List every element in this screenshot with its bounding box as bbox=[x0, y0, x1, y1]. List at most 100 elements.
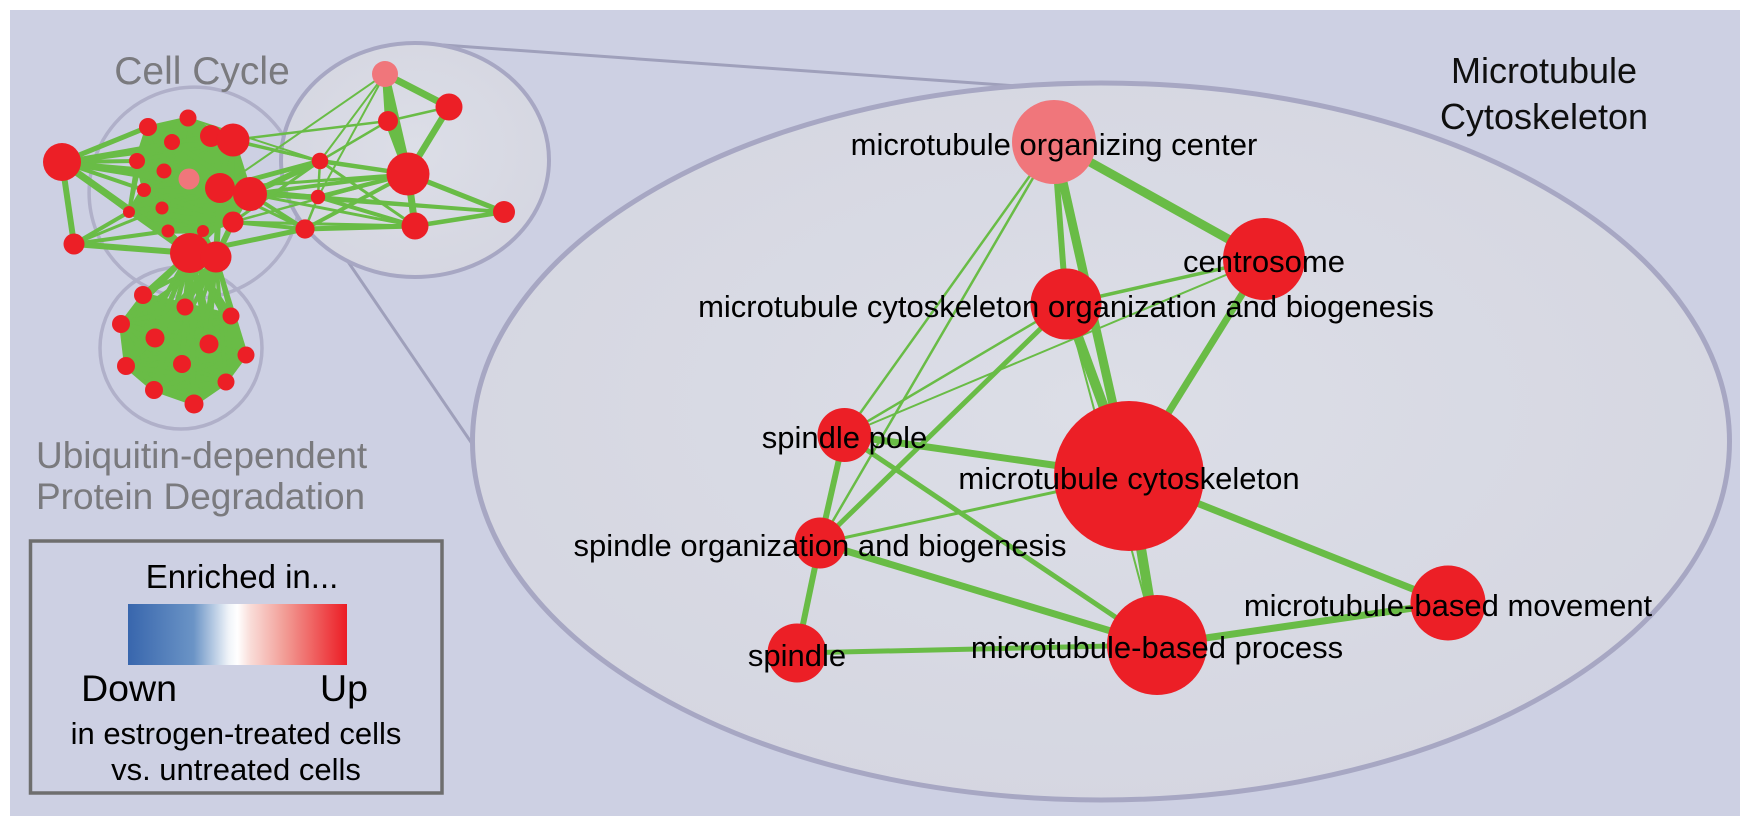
overview-node-U9 bbox=[173, 355, 191, 373]
overview-node-L15 bbox=[197, 225, 209, 237]
zoom-edge-cen-sp bbox=[844, 258, 1265, 436]
overview-edge bbox=[124, 255, 218, 368]
overview-edge bbox=[153, 379, 227, 393]
overview-node-L8 bbox=[178, 168, 200, 190]
zoom-node-label-mbp: microtubule-based process bbox=[971, 630, 1343, 665]
figure-title-line2: Cytoskeleton bbox=[1440, 96, 1648, 137]
overview-node-L21 bbox=[164, 134, 180, 150]
overview-node-L2 bbox=[139, 118, 157, 136]
overview-edge bbox=[214, 256, 248, 356]
overview-edge bbox=[152, 256, 218, 391]
zoom-node-labels: microtubule organizing center centrosome m… bbox=[574, 127, 1653, 673]
zoom-node-sp bbox=[817, 408, 872, 462]
zoom-node-mc bbox=[1054, 401, 1204, 551]
overview-edge bbox=[414, 209, 505, 229]
zoom-node-moc bbox=[1012, 100, 1096, 184]
zoom-node-mbm bbox=[1410, 565, 1486, 641]
overview-node-L4 bbox=[200, 125, 222, 147]
overview-node-L19 bbox=[222, 211, 244, 233]
legend-title: Enriched in... bbox=[146, 558, 339, 595]
legend-down-label: Down bbox=[81, 667, 177, 709]
overview-edge bbox=[317, 195, 416, 228]
zoom-edge-spindle-mbp bbox=[796, 642, 1158, 656]
zoom-edge-sp-mbp bbox=[843, 432, 1159, 648]
overview-node-S6 bbox=[493, 201, 515, 223]
overview-edge bbox=[219, 73, 386, 189]
overview-node-U1 bbox=[134, 286, 152, 304]
overview-node-L6 bbox=[129, 153, 145, 169]
zoom-edge-mcob-sp bbox=[843, 302, 1067, 437]
overview-node-S5 bbox=[401, 212, 429, 240]
overview-node-S2 bbox=[435, 93, 463, 121]
overview-node-L17 bbox=[170, 233, 210, 273]
zoom-node-cen bbox=[1223, 218, 1305, 300]
ubiquitin-cluster-label-line1: Ubiquitin-dependent bbox=[36, 435, 368, 476]
overview-node-U2 bbox=[176, 298, 194, 316]
legend-up-label: Up bbox=[320, 667, 368, 709]
overview-node-L3 bbox=[179, 109, 197, 127]
overview-edge bbox=[317, 73, 386, 198]
overview-node-U8 bbox=[117, 357, 135, 375]
zoom-edge-mcob-so bbox=[818, 302, 1068, 545]
ubiquitin-cluster-label-line2: Protein Degradation bbox=[36, 476, 365, 517]
overview-node-L11 bbox=[137, 183, 151, 197]
overview-node-U11 bbox=[145, 381, 163, 399]
overview-node-L7 bbox=[156, 163, 172, 179]
zoom-node-label-so: spindle organization and biogenesis bbox=[574, 528, 1067, 563]
zoom-node-spindle bbox=[767, 623, 827, 683]
zoom-node-label-moc: microtubule organizing center bbox=[851, 127, 1258, 162]
zoom-node-so bbox=[794, 517, 846, 569]
zoom-edge-so-mbp bbox=[818, 539, 1159, 649]
overview-node-L18 bbox=[200, 241, 232, 273]
overview-edge bbox=[192, 256, 218, 405]
overview-node-L12 bbox=[155, 201, 169, 215]
overview-node-S4 bbox=[386, 152, 430, 196]
overview-node-U7 bbox=[237, 346, 255, 364]
zoom-node-mbp bbox=[1107, 595, 1207, 695]
zoom-node-label-mbm: microtubule-based movement bbox=[1244, 588, 1653, 623]
cell-cycle-cluster-label: Cell Cycle bbox=[114, 50, 290, 93]
zoom-node-label-cen: centrosome bbox=[1183, 244, 1345, 279]
legend: Enriched in... Down Up in estrogen-treat… bbox=[28, 539, 444, 795]
overview-node-L10 bbox=[233, 177, 267, 211]
overview-node-L14 bbox=[161, 224, 175, 238]
overview-edge bbox=[180, 256, 218, 365]
overview-node-B3 bbox=[295, 219, 315, 239]
overview-edge bbox=[319, 73, 386, 162]
overview-edge bbox=[214, 256, 228, 383]
legend-caption-line1: in estrogen-treated cells bbox=[71, 716, 402, 751]
zoom-edge-moc-so bbox=[818, 141, 1056, 544]
overview-node-U10 bbox=[217, 373, 235, 391]
overview-edge bbox=[125, 341, 210, 369]
overview-node-L1 bbox=[43, 143, 81, 181]
overview-edge bbox=[125, 363, 227, 385]
zoom-node-label-mcob: microtubule cytoskeleton organization an… bbox=[698, 289, 1434, 324]
overview-node-U12 bbox=[184, 394, 204, 414]
callout-line-2 bbox=[338, 249, 492, 471]
overview-edge bbox=[73, 229, 169, 246]
overview-node-B1 bbox=[311, 152, 329, 170]
legend-gradient-bar bbox=[128, 604, 347, 665]
overview-edge bbox=[73, 206, 163, 246]
zoom-node-label-mc: microtubule cytoskeleton bbox=[958, 461, 1299, 496]
overview-node-B2 bbox=[310, 189, 326, 205]
zoom-node-label-spindle: spindle bbox=[748, 638, 846, 673]
overview-edge bbox=[123, 251, 193, 368]
overview-node-U4 bbox=[112, 315, 130, 333]
figure-title-line1: Microtubule bbox=[1451, 50, 1637, 91]
legend-box bbox=[28, 539, 444, 795]
overview-node-L16 bbox=[63, 233, 85, 255]
overview-node-L5 bbox=[216, 123, 250, 157]
overview-edge bbox=[319, 119, 389, 163]
overview-node-L9 bbox=[205, 173, 235, 203]
overview-nodes bbox=[43, 61, 515, 414]
overview-edge bbox=[249, 192, 416, 228]
overview-node-L13 bbox=[123, 206, 135, 218]
overview-edge bbox=[232, 119, 389, 142]
overview-node-U5 bbox=[145, 328, 165, 348]
overview-edge bbox=[232, 220, 416, 228]
magnification-callout-lines bbox=[338, 42, 1102, 471]
overview-edge bbox=[249, 172, 409, 196]
